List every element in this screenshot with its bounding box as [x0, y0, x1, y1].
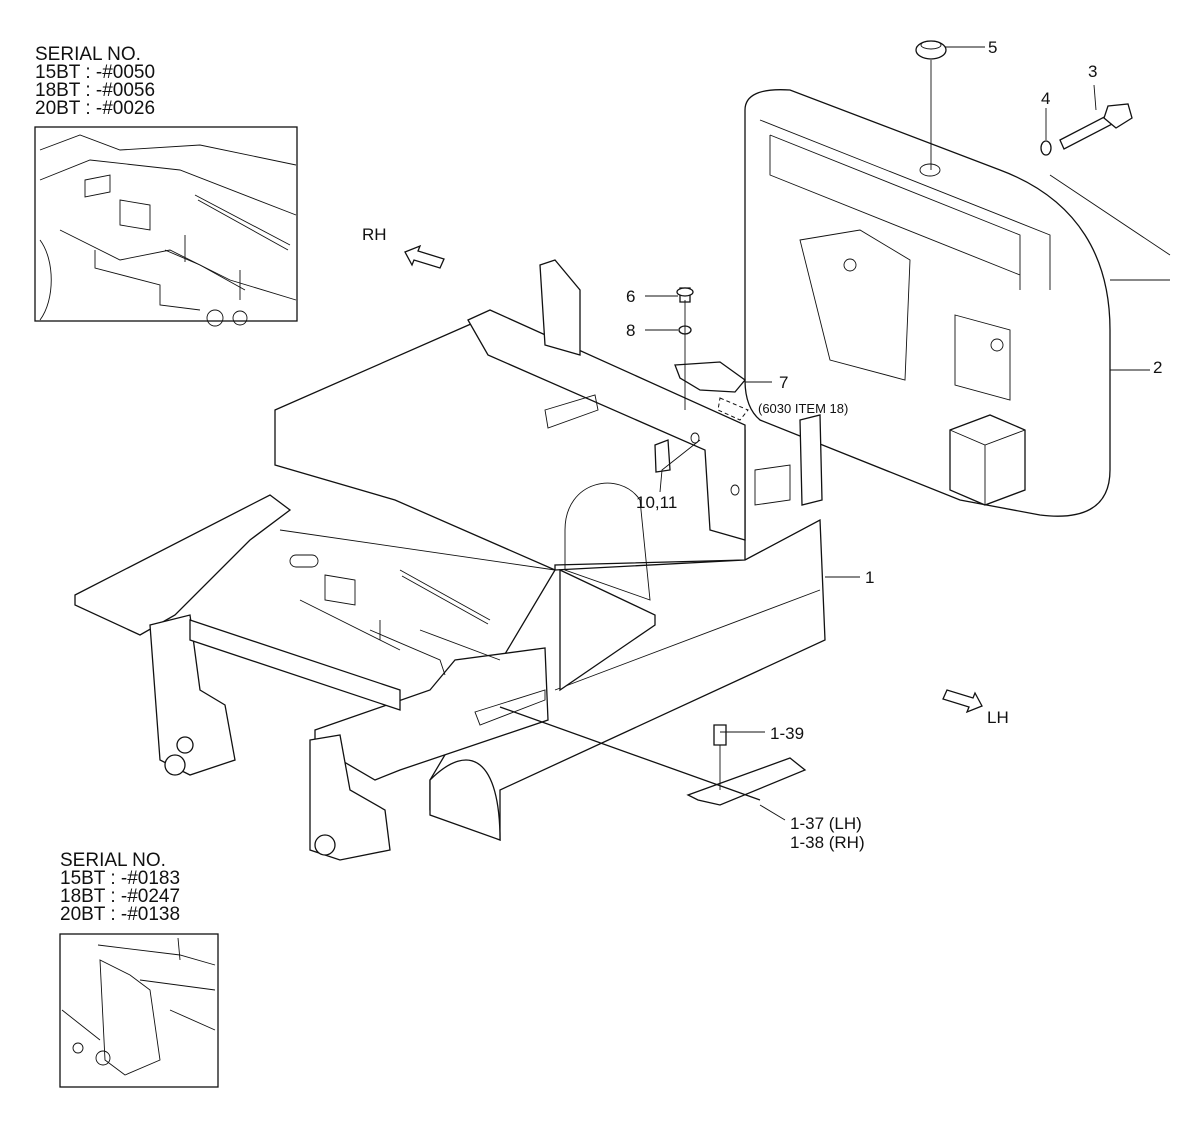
callout-7-note: (6030 ITEM 18): [758, 401, 848, 416]
callout-2: 2: [1153, 358, 1162, 377]
callout-10-11: 10,11: [636, 493, 677, 512]
inset-top-line-2: 18BT : -#0056: [35, 80, 155, 101]
inset-bottom-line-3: 20BT : -#0138: [60, 904, 180, 925]
inset-bottom-drawing: [61, 937, 216, 1076]
callout-1: 1: [865, 568, 874, 587]
inset-top-line-3: 20BT : -#0026: [35, 98, 155, 119]
hardware-1-39-bolt: [713, 724, 727, 746]
inset-top: SERIAL NO. 15BT : -#0050 18BT : -#0056 2…: [34, 44, 298, 327]
hardware-5-cap: [915, 40, 947, 60]
hardware-4-washer: [1040, 140, 1052, 156]
hardware-3-bolt: [1059, 103, 1133, 150]
main-frame: [74, 259, 826, 861]
direction-rh-label: RH: [362, 225, 387, 244]
step-plate: [686, 757, 807, 806]
direction-lh: LH: [942, 689, 1009, 727]
callout-5: 5: [988, 38, 997, 57]
callout-7: 7: [779, 373, 788, 392]
inset-bottom: SERIAL NO. 15BT : -#0183 18BT : -#0247 2…: [59, 850, 219, 1088]
inset-bottom-title: SERIAL NO.: [60, 850, 166, 871]
inset-top-line-1: 15BT : -#0050: [35, 62, 155, 83]
callout-8: 8: [626, 321, 635, 340]
callout-6: 6: [626, 287, 635, 306]
arrow-rh-icon: [404, 244, 445, 269]
hardware-7-bracket: [674, 361, 746, 393]
arrow-lh-icon: [942, 689, 983, 714]
inset-bottom-line-1: 15BT : -#0183: [60, 868, 180, 889]
callout-1-38: 1-38 (RH): [790, 833, 865, 852]
inset-top-title: SERIAL NO.: [35, 44, 141, 65]
inset-bottom-line-2: 18BT : -#0247: [60, 886, 180, 907]
direction-rh: RH: [362, 225, 445, 269]
inset-bottom-frame: [59, 933, 219, 1088]
hardware-6-bolt: [676, 287, 694, 303]
leader-lines: [645, 46, 1150, 821]
callout-1-39: 1-39: [770, 724, 804, 743]
counterweight-hole: [919, 163, 941, 177]
inset-top-frame: [34, 126, 298, 322]
direction-lh-label: LH: [987, 708, 1009, 727]
callout-3: 3: [1088, 62, 1097, 81]
counterweight: [744, 89, 1171, 517]
callout-4: 4: [1041, 89, 1050, 108]
callouts: 1 2 3 4 5 6 7 (6030 ITEM 18) 8 10,11 1-3…: [626, 38, 1162, 852]
inset-top-drawing: [39, 134, 297, 327]
callout-1-37: 1-37 (LH): [790, 814, 862, 833]
